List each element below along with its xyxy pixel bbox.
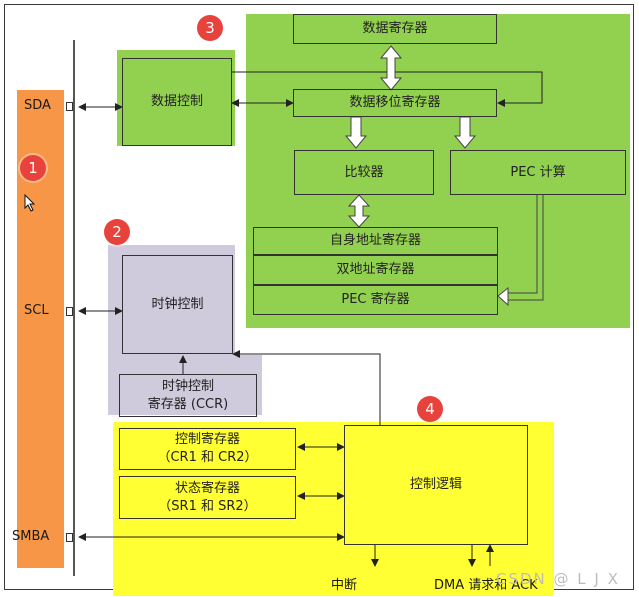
region-control — [113, 422, 554, 596]
data-register-block: 数据寄存器 — [293, 14, 497, 44]
comparator-block: 比较器 — [294, 150, 434, 195]
pin-label-smba: SMBA — [12, 529, 50, 544]
data-control-block: 数据控制 — [122, 58, 232, 146]
status-register-block: 状态寄存器 （SR1 和 SR2） — [119, 476, 296, 519]
pin-label-sda: SDA — [24, 98, 51, 113]
control-logic-block: 控制逻辑 — [344, 425, 528, 545]
region-data-control — [117, 50, 235, 146]
data-shift-register-block: 数据移位寄存器 — [293, 89, 497, 117]
interrupt-label: 中断 — [331, 578, 358, 593]
pin-scl — [66, 307, 73, 316]
pin-sda — [66, 102, 73, 111]
clock-control-register-block: 时钟控制 寄存器 (CCR) — [119, 374, 257, 417]
badge-1: 1 — [20, 155, 46, 181]
badge-3: 3 — [197, 15, 223, 41]
pin-bus-line — [73, 40, 75, 576]
region-clock — [108, 245, 235, 357]
dma-request-ack-label: DMA 请求和 ACK — [434, 578, 538, 593]
watermark: CSDN @ L J X — [496, 570, 620, 588]
dual-address-register-block: 双地址寄存器 — [253, 255, 498, 285]
badge-4: 4 — [417, 396, 443, 422]
control-register-block: 控制寄存器 （CR1 和 CR2） — [119, 428, 296, 470]
region-data-path — [246, 14, 630, 328]
own-address-register-block: 自身地址寄存器 — [253, 227, 498, 255]
badge-2: 2 — [104, 219, 130, 245]
pin-smba — [66, 533, 73, 542]
pec-calc-block: PEC 计算 — [450, 150, 626, 195]
pec-register-block: PEC 寄存器 — [253, 285, 498, 315]
region-clock-register — [108, 355, 262, 415]
mouse-cursor-icon — [24, 194, 36, 212]
pin-label-scl: SCL — [24, 303, 49, 318]
clock-control-block: 时钟控制 — [122, 255, 233, 354]
